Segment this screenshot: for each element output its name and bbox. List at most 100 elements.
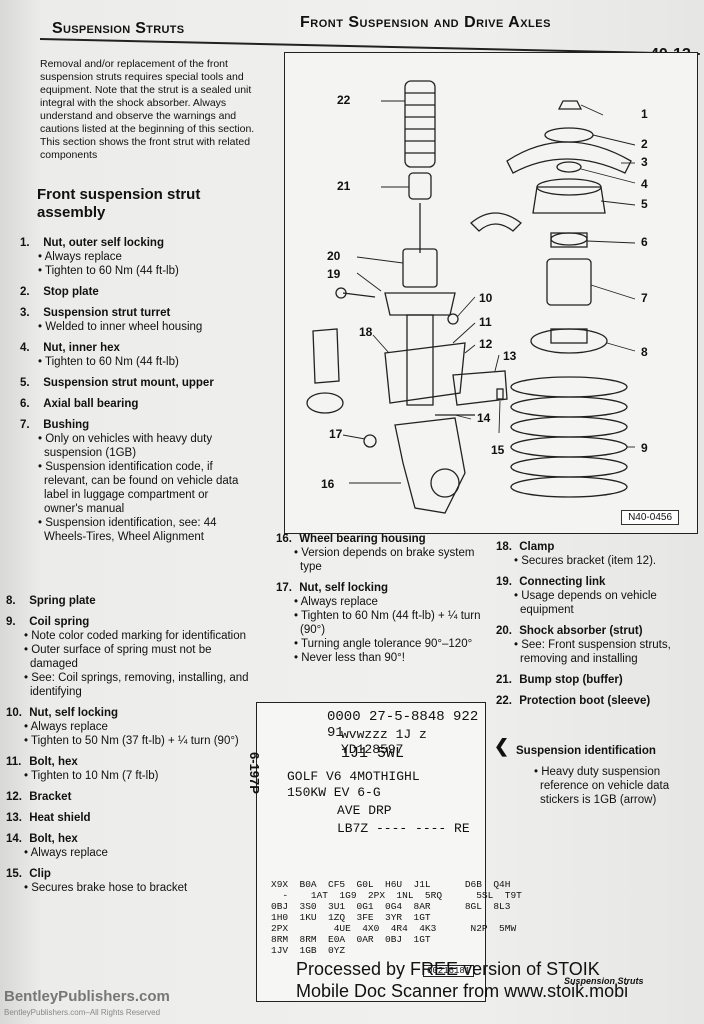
heat-shield-shape — [452, 370, 508, 406]
item-number: 19. — [496, 576, 512, 588]
assembly-title: Front suspension strut assembly — [37, 186, 201, 221]
suspension-id-block: Suspension identification Heavy duty sus… — [516, 744, 701, 807]
item-note: Suspension identification code, if relev… — [20, 460, 250, 516]
item-heading: 19. Connecting link — [496, 575, 701, 589]
item-number: 10. — [6, 707, 22, 719]
item-note: Always replace — [20, 250, 250, 264]
bushing-shape — [470, 212, 522, 232]
item-title: Bump stop (buffer) — [519, 674, 623, 686]
list-item: 7. BushingOnly on vehicles with heavy du… — [20, 418, 250, 544]
item-heading: 6. Axial ball bearing — [20, 397, 250, 411]
item-note: Never less than 90°! — [276, 651, 486, 665]
callout-18: 18 — [359, 325, 373, 339]
item-number: 7. — [20, 419, 30, 431]
item-number: 18. — [496, 541, 512, 553]
list-item: 1. Nut, outer self lockingAlways replace… — [20, 236, 250, 278]
item-heading: 8. Spring plate — [6, 594, 256, 608]
item-title: Bolt, hex — [29, 833, 78, 845]
publisher-rights: BentleyPublishers.com–All Rights Reserve… — [4, 1008, 161, 1017]
list-item: 21. Bump stop (buffer) — [496, 673, 701, 687]
list-item: 16. Wheel bearing housingVersion depends… — [276, 532, 486, 574]
item-heading: 20. Shock absorber (strut) — [496, 624, 701, 638]
item-heading: 2. Stop plate — [20, 285, 250, 299]
watermark-line-1: Processed by FREE version of STOIK — [296, 959, 600, 979]
callout-3: 3 — [641, 155, 648, 169]
item-title: Bushing — [43, 419, 90, 431]
item-heading: 4. Nut, inner hex — [20, 341, 250, 355]
item-title: Suspension strut turret — [43, 307, 171, 319]
clamp-shape — [312, 328, 340, 384]
label-line-5: 150KW EV 6-G — [287, 785, 381, 800]
callout-10: 10 — [479, 291, 493, 305]
label-line-1: 0000 27-5-8848 922 91 — [327, 709, 479, 741]
item-number: 22. — [496, 695, 512, 707]
item-note: Always replace — [6, 720, 256, 734]
list-item: 4. Nut, inner hexTighten to 60 Nm (44 ft… — [20, 341, 250, 369]
item-title: Nut, inner hex — [43, 342, 120, 354]
suspension-id-note: Heavy duty suspension reference on vehic… — [516, 765, 701, 807]
callout-9: 9 — [641, 441, 648, 455]
list-item: 12. Bracket — [6, 790, 256, 804]
item-heading: 11. Bolt, hex — [6, 755, 256, 769]
label-line-4: GOLF V6 4MOTHIGHL — [287, 769, 420, 784]
shock-absorber-body — [406, 314, 434, 406]
item-number: 6. — [20, 398, 30, 410]
item-list-2: 8. Spring plate 9. Coil springNote color … — [6, 594, 256, 902]
spring-seat-lower — [384, 292, 456, 316]
chapter-title: Front Suspension and Drive Axles — [300, 14, 551, 31]
item-note: Always replace — [276, 595, 486, 609]
item-number: 12. — [6, 791, 22, 803]
bump-stop-shape — [408, 172, 432, 200]
list-item: 10. Nut, self lockingAlways replaceTight… — [6, 706, 256, 748]
item-number: 3. — [20, 307, 30, 319]
callout-17: 17 — [329, 427, 343, 441]
item-heading: 3. Suspension strut turret — [20, 306, 250, 320]
item-number: 16. — [276, 533, 292, 545]
item-note: Secures brake hose to bracket — [6, 881, 256, 895]
hub-bore — [430, 468, 460, 498]
list-item: 9. Coil springNote color coded marking f… — [6, 615, 256, 699]
item-number: 5. — [20, 377, 30, 389]
item-note: Only on vehicles with heavy duty suspens… — [20, 432, 250, 460]
list-item: 11. Bolt, hexTighten to 10 Nm (7 ft-lb) — [6, 755, 256, 783]
list-item: 15. ClipSecures brake hose to bracket — [6, 867, 256, 895]
label-line-2: wvwzzz 1J z YD128597 — [341, 727, 427, 757]
arrow-indicator-icon: ❮ — [494, 736, 510, 756]
item-number: 15. — [6, 868, 22, 880]
item-note: See: Coil springs, removing, installing,… — [6, 671, 256, 699]
clamp-ring — [306, 392, 344, 414]
item-note: Tighten to 60 Nm (44 ft-lb) + ¼ turn (90… — [276, 609, 486, 637]
item-heading: 7. Bushing — [20, 418, 250, 432]
item-number: 9. — [6, 616, 16, 628]
callout-8: 8 — [641, 345, 648, 359]
item-note: Suspension identification, see: 44 Wheel… — [20, 516, 250, 544]
item-title: Protection boot (sleeve) — [519, 695, 651, 707]
label-side-code: 6-197P — [247, 752, 262, 794]
item-title: Bracket — [29, 791, 72, 803]
spring-plate-shape — [530, 328, 608, 354]
watermark-line-2: Mobile Doc Scanner from www.stoik.mobi — [296, 981, 629, 1001]
connecting-link — [342, 292, 376, 298]
item-title: Heat shield — [29, 812, 91, 824]
callout-21: 21 — [337, 179, 351, 193]
item-heading: 14. Bolt, hex — [6, 832, 256, 846]
item-heading: 21. Bump stop (buffer) — [496, 673, 701, 687]
leader-lines — [342, 100, 636, 484]
list-item: 14. Bolt, hexAlways replace — [6, 832, 256, 860]
item-number: 21. — [496, 674, 512, 686]
section-title: Suspension Struts — [52, 20, 185, 37]
suspension-id-title: Suspension identification — [516, 745, 656, 757]
inner-nut-shape — [556, 161, 582, 173]
item-number: 2. — [20, 286, 30, 298]
item-note: Outer surface of spring must not be dama… — [6, 643, 256, 671]
item-title: Clip — [29, 868, 51, 880]
item-number: 13. — [6, 812, 22, 824]
list-item: 17. Nut, self lockingAlways replaceTight… — [276, 581, 486, 665]
callout-6: 6 — [641, 235, 648, 249]
item-note: Welded to inner wheel housing — [20, 320, 250, 334]
item-number: 8. — [6, 595, 16, 607]
upper-mount-shape — [532, 186, 606, 214]
callout-2: 2 — [641, 137, 648, 151]
item-note: Tighten to 10 Nm (7 ft-lb) — [6, 769, 256, 783]
